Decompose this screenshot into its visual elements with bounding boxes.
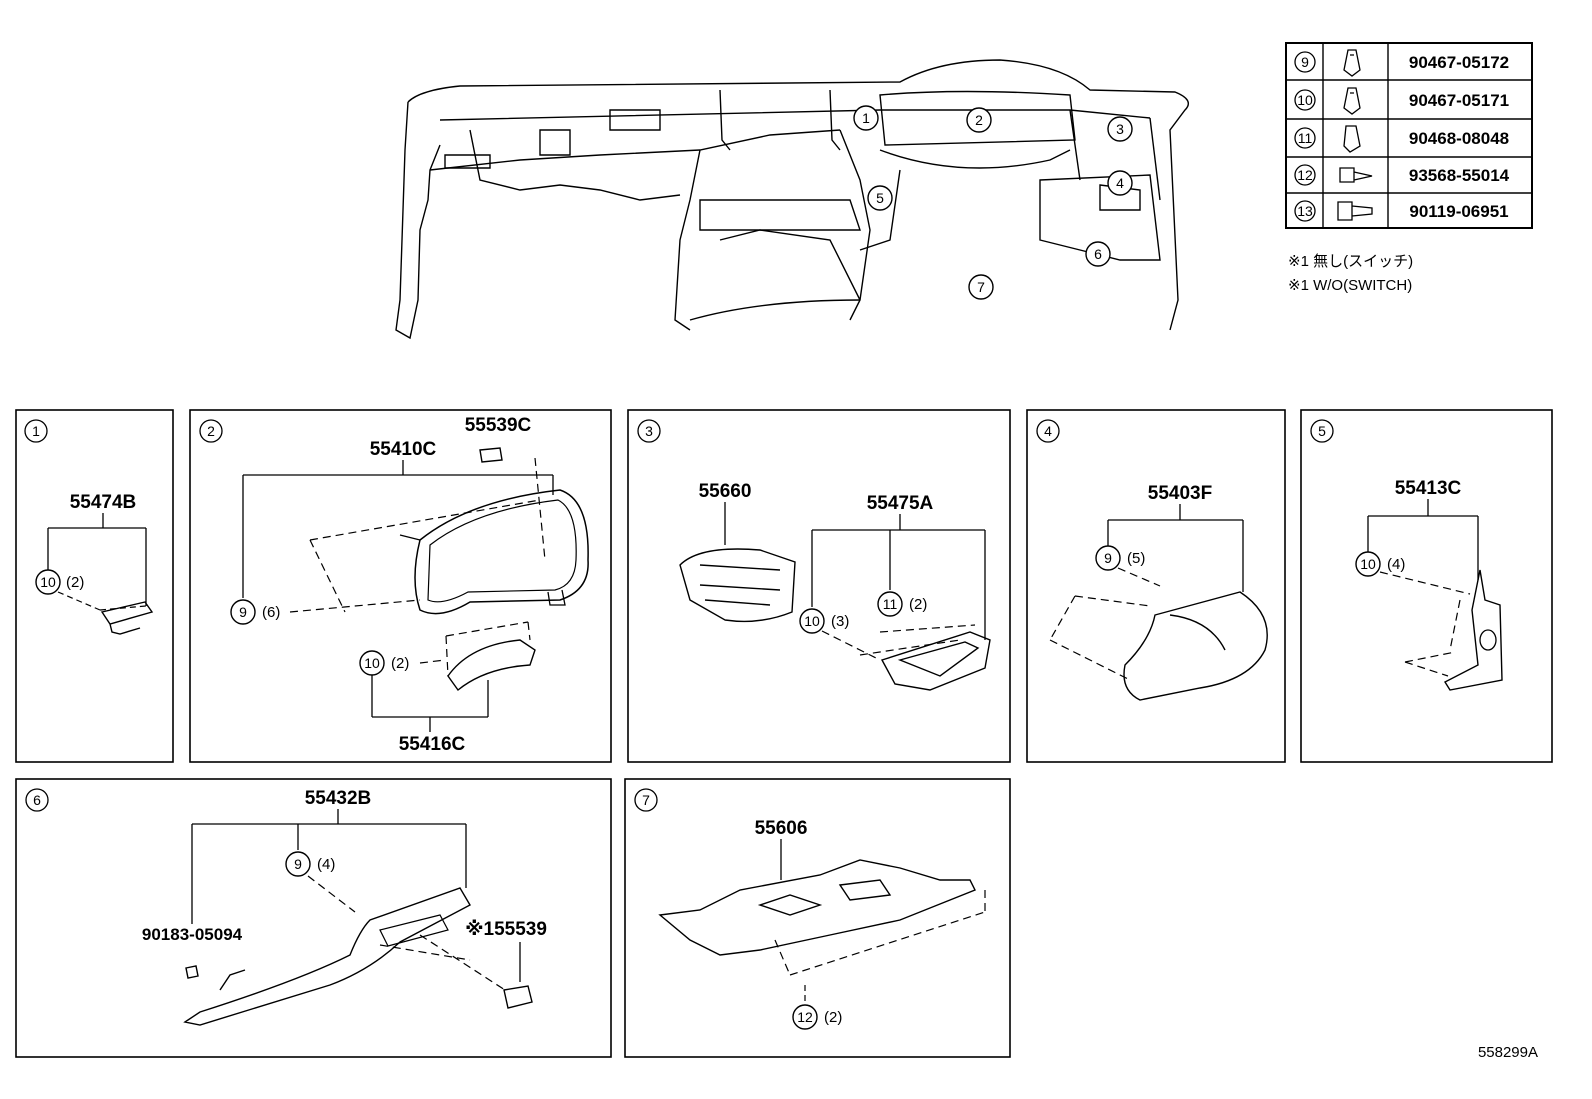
svg-text:10: 10 [40,574,56,590]
svg-text:90467-05172: 90467-05172 [1409,53,1509,72]
svg-text:4: 4 [1116,175,1124,191]
part-155539: ※155539 [465,919,547,940]
callout-4: 4 [1107,170,1133,196]
clip-icon [1343,125,1361,153]
callout-1: 1 [853,105,879,131]
svg-text:3: 3 [645,423,653,439]
svg-text:(2): (2) [909,596,927,613]
diagram-id: 558299A [1478,1044,1538,1061]
svg-text:5: 5 [1318,423,1326,439]
fastener-row-10: 10 90467-05171 [1294,87,1509,115]
fastener-table: 9 90467-05172 10 90467-05171 11 90468-08… [1285,42,1533,229]
part-shape-55474B [100,601,154,635]
part-55432B: 55432B [305,788,372,809]
panel-5: 5 55413C 10 (4) [1300,409,1553,763]
svg-text:90119-06951: 90119-06951 [1409,202,1508,221]
svg-text:3: 3 [1116,121,1124,137]
fastener-row-12: 12 93568-55014 [1294,164,1510,186]
part-shape-55403F [1123,591,1268,701]
svg-text:7: 7 [642,792,650,808]
part-55403F: 55403F [1148,483,1212,504]
svg-text:7: 7 [977,279,985,295]
part-shape-55475A [880,631,991,691]
svg-text:11: 11 [1298,130,1313,146]
callout-5: 5 [867,185,893,211]
part-55475A: 55475A [867,493,934,514]
clip-icon [1343,49,1361,77]
svg-text:9: 9 [294,856,302,872]
svg-text:9: 9 [239,604,247,620]
svg-text:9: 9 [1104,550,1112,566]
panel-3: 3 55660 55475A 10 (3) 11 (2) [627,409,1011,763]
part-shape-55413C [1444,569,1503,691]
part-shape-90183-05094 [185,965,199,979]
callout-2: 2 [966,107,992,133]
svg-text:6: 6 [1094,246,1102,262]
svg-text:90467-05171: 90467-05171 [1409,91,1509,110]
fastener-row-9: 9 90467-05172 [1294,49,1509,77]
svg-text:93568-55014: 93568-55014 [1409,166,1510,185]
svg-text:11: 11 [883,596,898,612]
svg-text:(5): (5) [1127,550,1145,567]
svg-text:12: 12 [797,1009,813,1025]
svg-text:1: 1 [862,110,870,126]
part-shape-55416C [447,639,536,692]
svg-text:13: 13 [1297,203,1313,219]
part-90183-05094: 90183-05094 [142,925,243,944]
part-shape-55539C [479,447,503,463]
part-55413C: 55413C [1395,478,1462,499]
part-shape-55410C [414,489,589,615]
svg-text:(6): (6) [262,604,280,621]
note-en: ※1 W/O(SWITCH) [1288,277,1412,294]
part-55539C: 55539C [465,415,532,436]
svg-text:90468-08048: 90468-08048 [1409,129,1509,148]
fastener-row-13: 13 90119-06951 [1294,200,1509,222]
panel-1: 1 55474B 10 (2) [15,409,174,763]
svg-text:10: 10 [1297,92,1313,108]
part-shape-55432B [183,887,471,1026]
callout-6: 6 [1085,241,1111,267]
part-shape-55606 [658,859,976,956]
svg-text:10: 10 [364,655,380,671]
fastener-row-11: 11 90468-08048 [1294,125,1509,153]
panel-2: 2 55410C 55539C 9 (6) 10 (2) 55416C [189,409,612,763]
svg-text:(3): (3) [831,613,849,630]
callout-7: 7 [968,274,994,300]
svg-text:(4): (4) [1387,556,1405,573]
overview-assembly [395,59,1189,340]
svg-text:(2): (2) [391,655,409,672]
clip-icon [1343,87,1361,115]
svg-text:2: 2 [975,112,983,128]
svg-text:4: 4 [1044,423,1052,439]
part-55410C: 55410C [370,439,437,460]
overview-callouts: 1 2 3 4 5 6 7 [853,105,1133,300]
note-ja: ※1 無し(スイッチ) [1288,253,1413,270]
svg-text:9: 9 [1301,54,1309,70]
svg-text:10: 10 [804,613,820,629]
svg-text:10: 10 [1360,556,1376,572]
part-55660: 55660 [699,481,752,502]
panel-7: 7 55606 12 (2) [624,778,1011,1058]
svg-text:(4): (4) [317,856,335,873]
svg-text:12: 12 [1297,167,1313,183]
svg-text:(2): (2) [66,574,84,591]
callout-3: 3 [1107,116,1133,142]
svg-text:6: 6 [33,792,41,808]
screw-icon [1339,167,1373,183]
part-shape-155539 [503,985,533,1009]
svg-text:5: 5 [876,190,884,206]
part-55474B: 55474B [70,492,137,513]
svg-text:1: 1 [32,423,40,439]
bolt-icon [1337,201,1373,221]
part-shape-55660 [679,548,796,623]
svg-text:2: 2 [207,423,215,439]
svg-text:(2): (2) [824,1009,842,1026]
part-55416C: 55416C [399,734,466,755]
panel-4: 4 55403F 9 (5) [1026,409,1286,763]
part-55606: 55606 [755,818,808,839]
panel-6: 6 55432B 9 (4) 90183-05094 ※155539 [15,778,612,1058]
